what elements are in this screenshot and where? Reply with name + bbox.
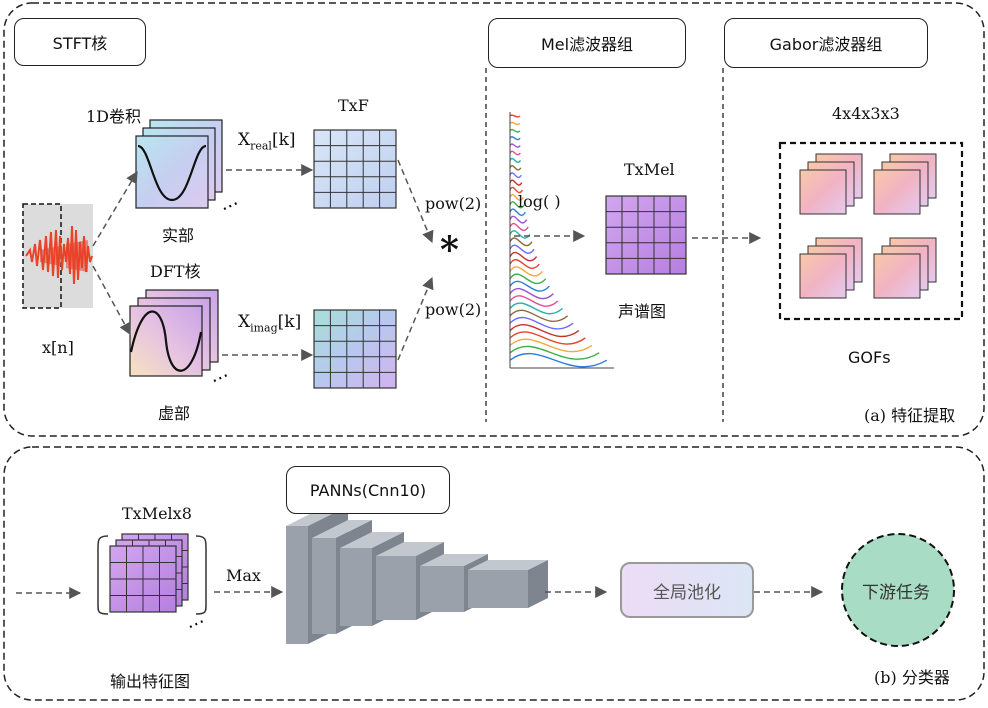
txf-real-grid xyxy=(313,129,397,209)
gabor-kernel-stack xyxy=(873,153,937,215)
output-feature-label: 输出特征图 xyxy=(110,672,191,691)
imag-pow-arrow xyxy=(397,276,434,361)
downstream-task-circle xyxy=(841,533,955,647)
real-label: 实部 xyxy=(162,226,195,245)
x-imag-label: Ximag[k] xyxy=(238,312,301,334)
max-label: Max xyxy=(226,566,261,585)
cnn-layer-block xyxy=(468,560,548,608)
stack-ellipsis: ⋯ xyxy=(184,611,209,638)
x-imag-tail: [k] xyxy=(277,312,302,332)
txf-label: TxF xyxy=(338,96,369,115)
spectrogram-label: 声谱图 xyxy=(618,302,667,321)
gabor-filter-box xyxy=(778,141,964,321)
imag-ellipsis: ⋯ xyxy=(208,365,233,392)
x-real-sub: real xyxy=(250,139,272,153)
x-real-label: Xreal[k] xyxy=(238,130,296,152)
gabor-filter-icon xyxy=(799,153,937,299)
x-imag-sub: imag xyxy=(250,321,278,335)
stft-title: STFT核 xyxy=(52,34,108,53)
txmelx8-label: TxMelx8 xyxy=(122,504,192,523)
multiply-symbol: * xyxy=(440,229,459,271)
panns-title-box: PANNs(Cnn10) xyxy=(286,466,450,514)
pow-bottom-label: pow(2) xyxy=(425,300,482,319)
txmelx8-bracket-left xyxy=(97,535,109,615)
classifier-frame xyxy=(3,446,985,701)
txmel-label: TxMel xyxy=(624,160,675,179)
dft-label: DFT核 xyxy=(150,262,201,281)
gabor-kernel-stack xyxy=(799,153,863,215)
gabor-title: Gabor滤波器组 xyxy=(769,35,883,54)
gofs-label: GOFs xyxy=(848,348,891,367)
mel-title-box: Mel滤波器组 xyxy=(488,18,686,68)
global-pool-label: 全局池化 xyxy=(653,582,721,603)
conv-label: 1D卷积 xyxy=(86,107,142,126)
sine-wave-icon xyxy=(129,289,219,377)
real-pow-arrow xyxy=(397,159,434,244)
input-to-imag-arrow xyxy=(92,265,131,336)
txmelx8-bracket-right xyxy=(195,535,207,615)
input-label: x[n] xyxy=(42,338,74,357)
stft-title-box: STFT核 xyxy=(14,18,146,66)
global-pool-box: 全局池化 xyxy=(620,562,754,618)
grid-icon xyxy=(605,195,687,275)
pow-top-label: pow(2) xyxy=(425,194,482,213)
panns-title: PANNs(Cnn10) xyxy=(309,480,427,500)
x-imag-main: X xyxy=(238,312,251,332)
waveform-icon xyxy=(22,203,93,309)
gabor-kernel-stack xyxy=(799,237,863,299)
classifier-caption: (b) 分类器 xyxy=(874,668,950,687)
cnn-block-icon xyxy=(286,506,548,644)
downstream-label: 下游任务 xyxy=(862,583,930,603)
grid-icon xyxy=(109,545,177,613)
x-real-main: X xyxy=(238,130,251,150)
real-ellipsis: ⋯ xyxy=(218,193,243,220)
log-label: log( ) xyxy=(518,192,561,211)
gabor-dims-label: 4x4x3x3 xyxy=(832,104,900,123)
gabor-title-box: Gabor滤波器组 xyxy=(724,18,928,68)
txmel-grid xyxy=(605,195,687,275)
gabor-kernel-stack xyxy=(873,237,937,299)
imag-label: 虚部 xyxy=(158,404,191,423)
cosine-wave-icon xyxy=(135,119,223,209)
feature-caption: (a) 特征提取 xyxy=(864,406,956,425)
grid-icon xyxy=(313,129,397,209)
txf-imag-grid xyxy=(313,309,397,389)
grid-icon xyxy=(313,309,397,389)
feature-extraction-frame xyxy=(3,2,985,437)
input-to-real-arrow xyxy=(92,170,138,247)
mel-title: Mel滤波器组 xyxy=(540,35,634,54)
x-real-tail: [k] xyxy=(271,130,296,150)
txmelx8-grid-stack xyxy=(109,533,189,613)
mel-filter-curves-icon xyxy=(509,112,614,369)
